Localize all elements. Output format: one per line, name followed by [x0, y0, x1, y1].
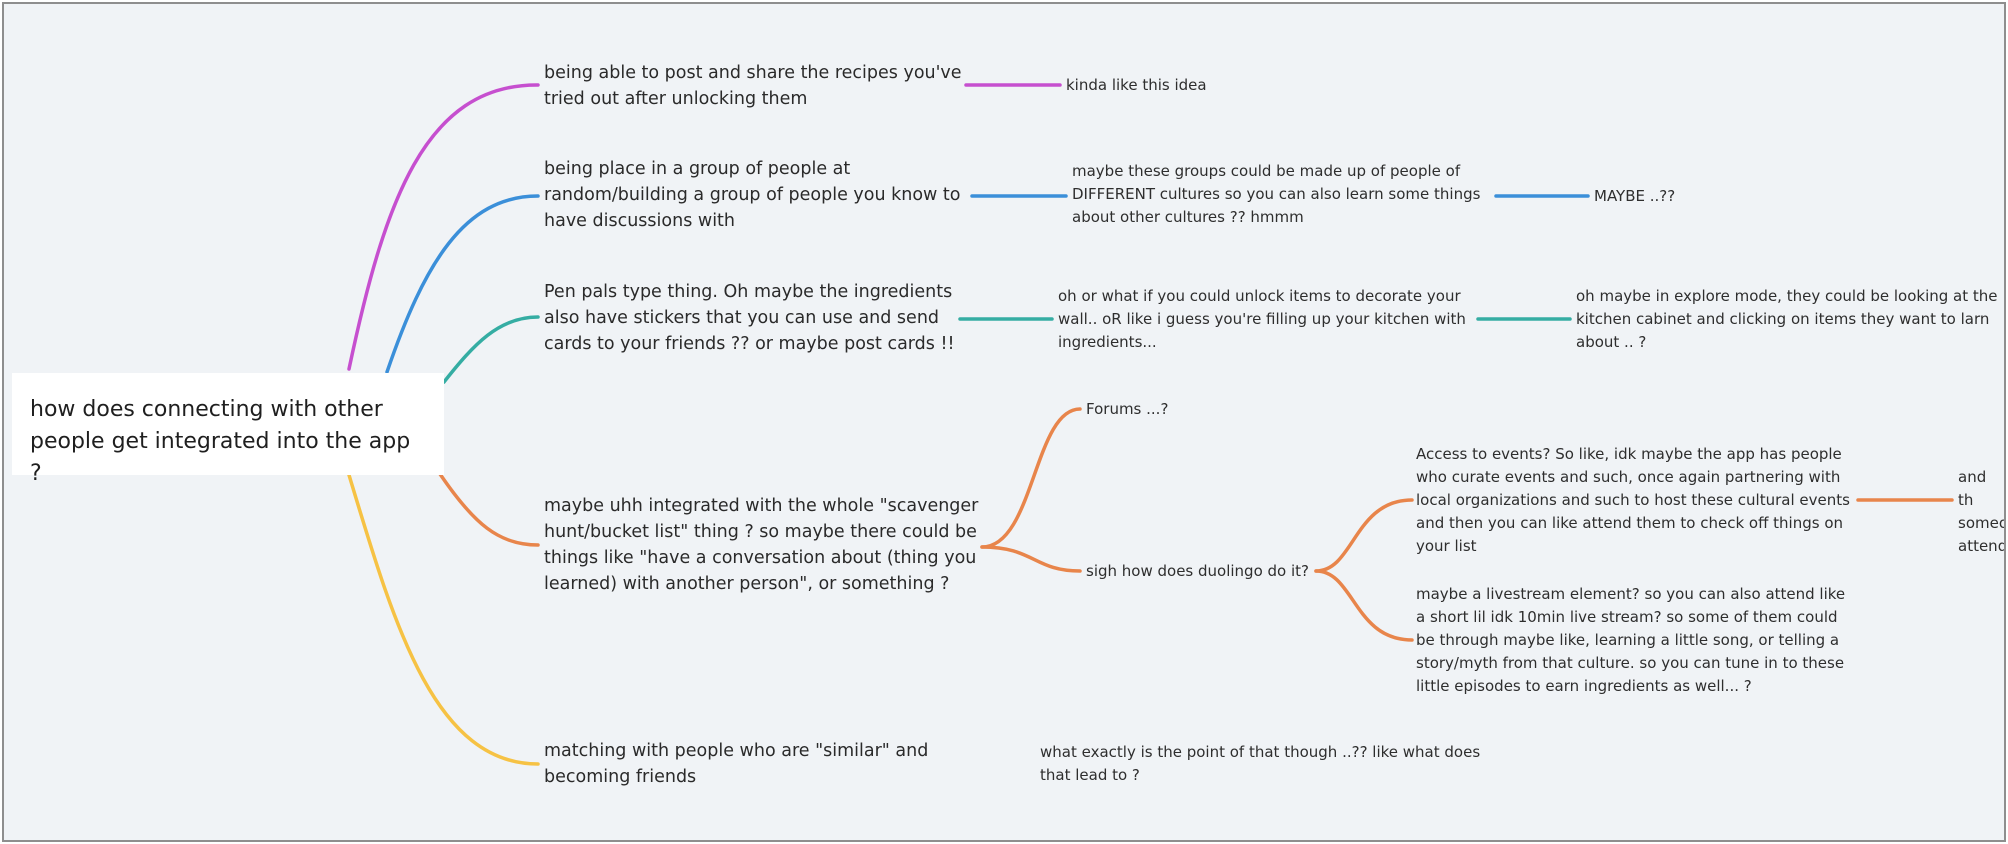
connector-layer [347, 83, 1954, 766]
subtopic-penpals-reply[interactable]: oh or what if you could unlock items to … [1058, 287, 1466, 351]
topic-matching[interactable]: matching with people who are "similar" a… [544, 741, 929, 787]
subtopic-forums[interactable]: Forums ...? [1086, 400, 1169, 418]
topic-penpals[interactable]: Pen pals type thing. Oh maybe the ingred… [544, 282, 955, 354]
central-topic[interactable]: how does connecting with other people ge… [12, 373, 444, 486]
edge-matching [347, 473, 540, 766]
subtopic-recipes-reply[interactable]: kinda like this idea [1066, 76, 1207, 94]
edge-groups [385, 194, 540, 374]
edge-duolingo [980, 545, 1082, 573]
edge-events [1314, 498, 1414, 573]
edge-recipes [347, 83, 540, 371]
subtopic-groups-reply[interactable]: maybe these groups could be made up of p… [1072, 162, 1481, 226]
subtopic-events[interactable]: Access to events? So like, idk maybe the… [1416, 445, 1850, 555]
topic-scavenger[interactable]: maybe uhh integrated with the whole "sca… [544, 496, 979, 594]
edge-penpals [442, 315, 540, 384]
edge-livestream [1314, 569, 1414, 642]
subtopic-livestream[interactable]: maybe a livestream element? so you can a… [1416, 585, 1846, 695]
edge-scavenger [438, 472, 540, 547]
subtopic-penpals-reply2[interactable]: oh maybe in explore mode, they could be … [1576, 287, 1998, 351]
edge-forums [980, 407, 1082, 549]
subtopic-duolingo[interactable]: sigh how does duolingo do it? [1086, 562, 1310, 580]
subtopic-groups-reply2[interactable]: MAYBE ..?? [1594, 187, 1676, 205]
topic-groups[interactable]: being place in a group of people at rand… [544, 159, 961, 231]
topic-recipes[interactable]: being able to post and share the recipes… [544, 63, 962, 109]
central-topic-text: how does connecting with other people ge… [30, 397, 411, 486]
subtopic-events-cut[interactable]: and th someo attend [1958, 468, 2004, 555]
subtopic-matching-reply[interactable]: what exactly is the point of that though… [1040, 743, 1481, 784]
